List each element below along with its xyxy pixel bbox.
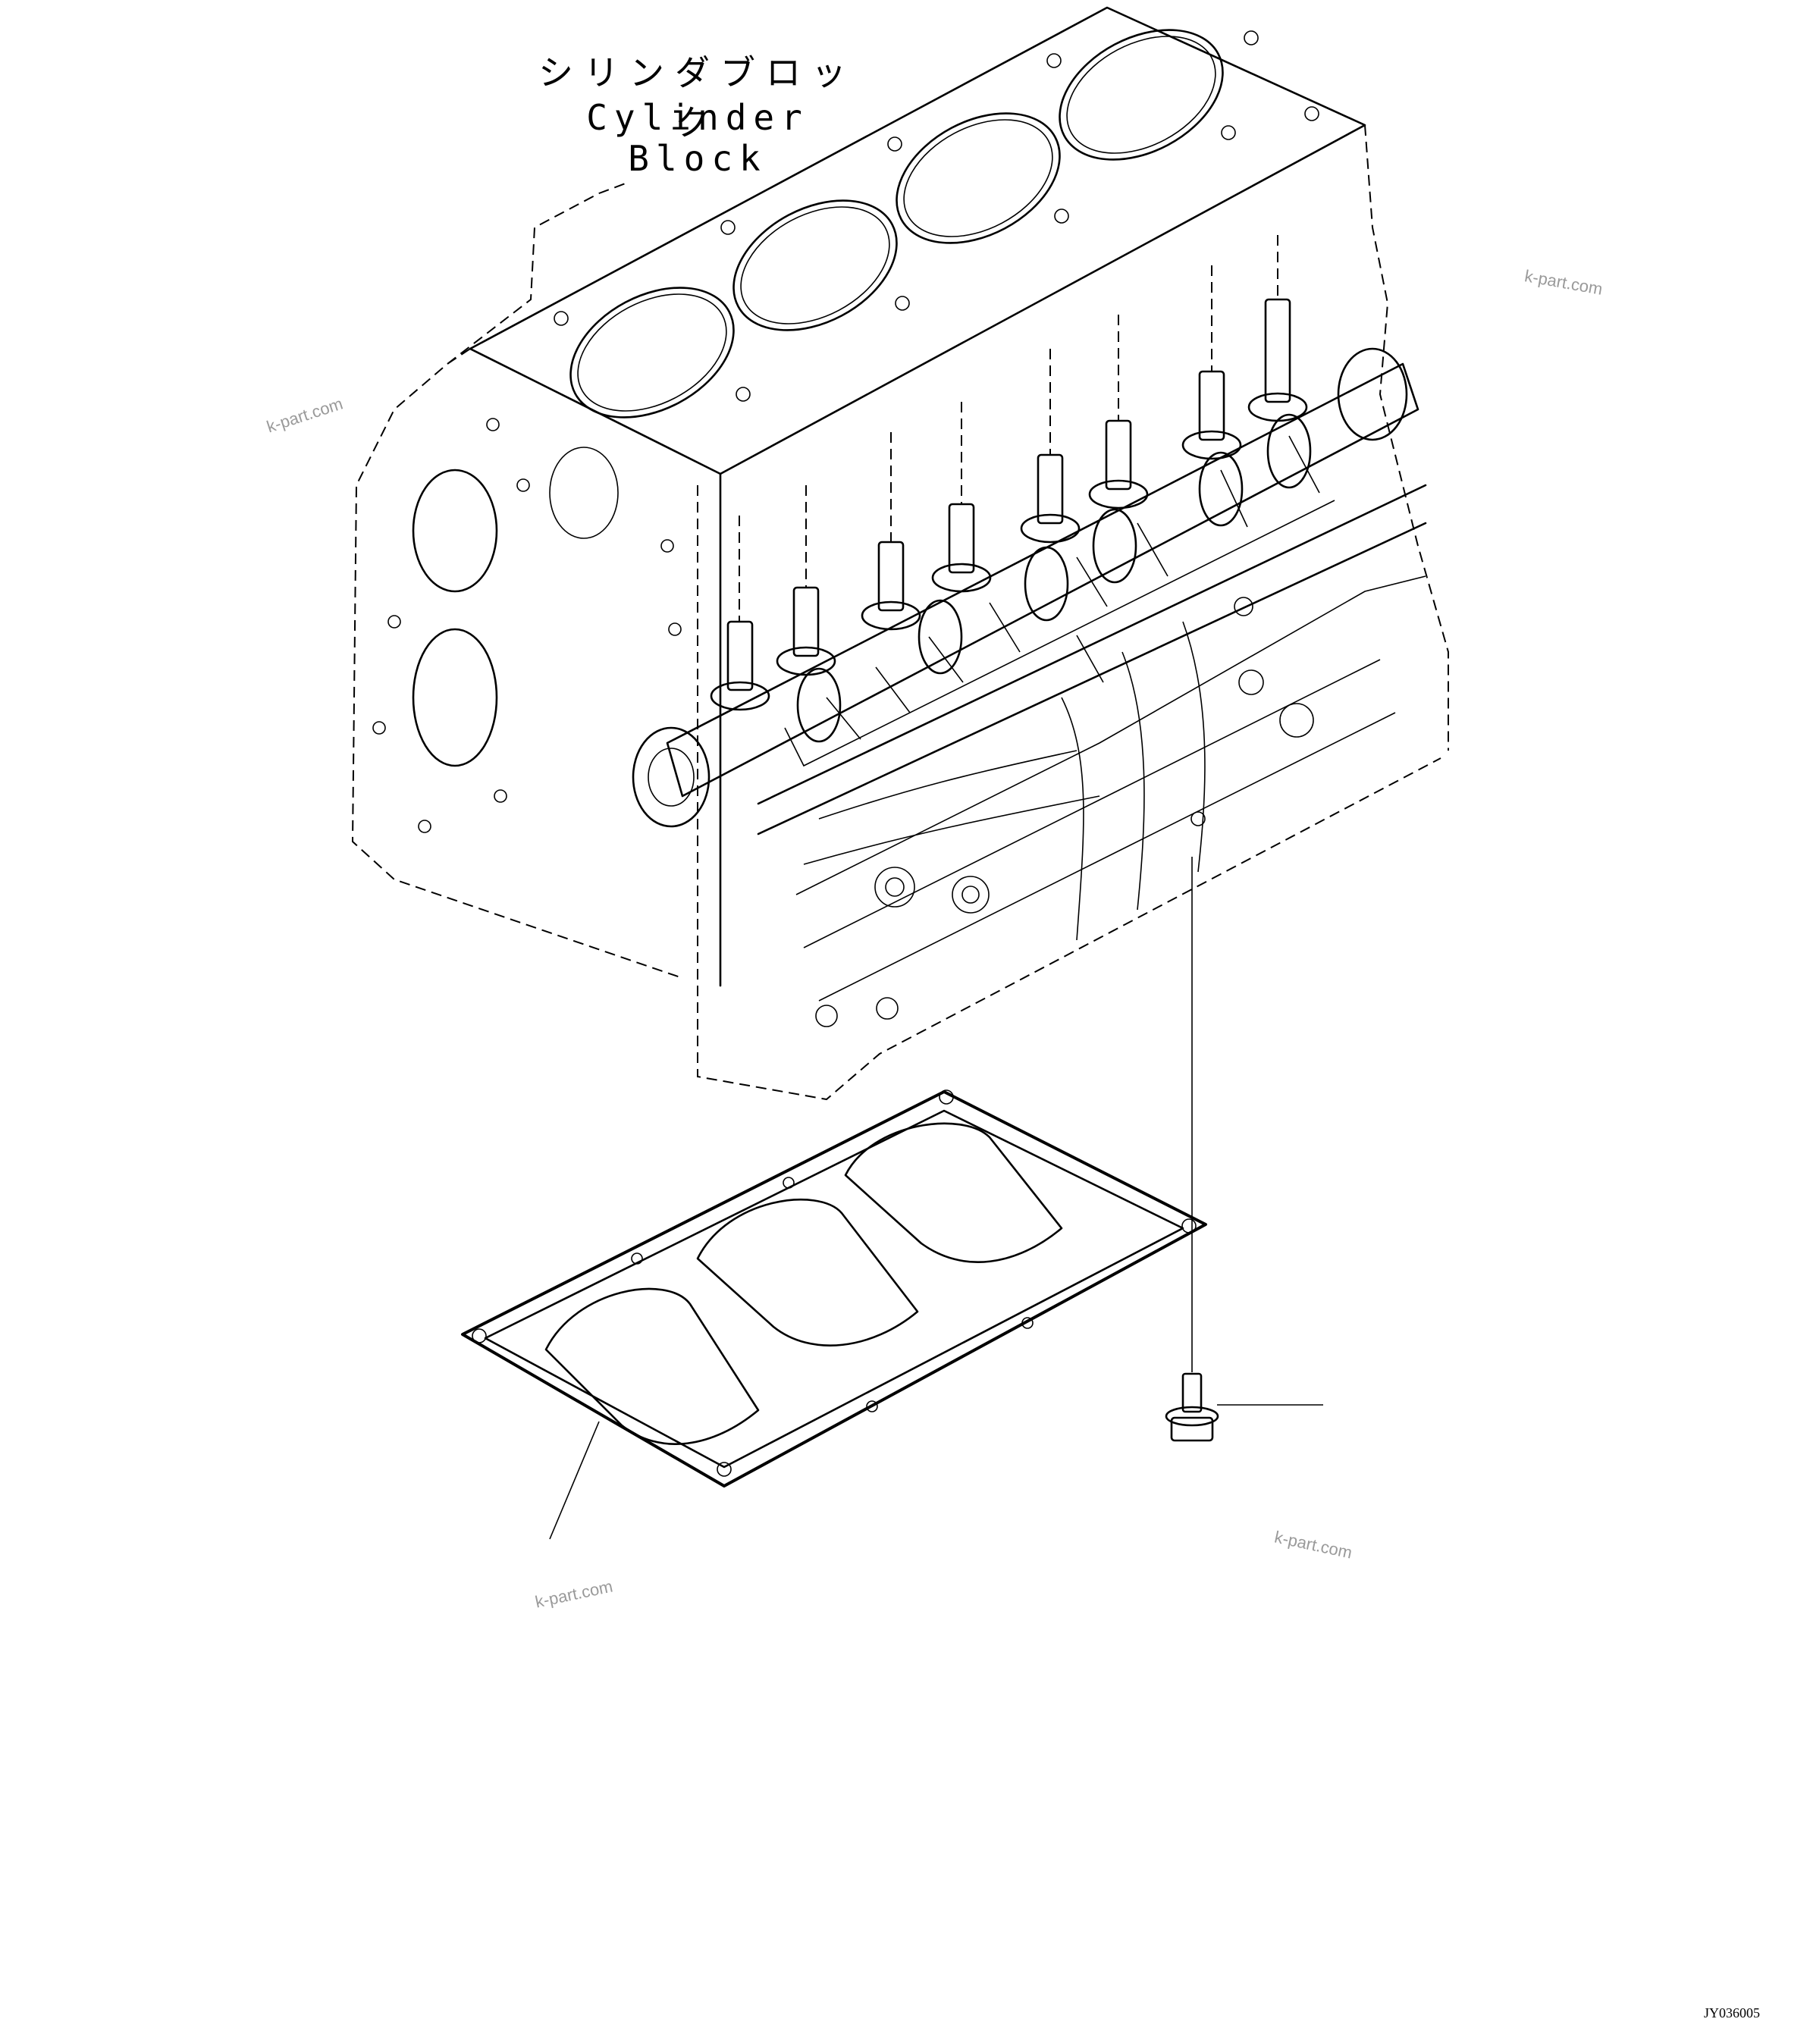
plate-opening-1	[544, 1287, 760, 1445]
valve-lifter-2	[776, 485, 836, 676]
camshaft-front-end	[632, 726, 711, 828]
stiffener-plate-outline	[461, 1090, 1207, 1488]
flange-bolt	[1165, 857, 1323, 1442]
plate-leader-line	[549, 1421, 600, 1540]
cylinder-bore-3	[896, 112, 1061, 244]
plate-opening-2	[696, 1198, 919, 1346]
lifter-leader-lines	[784, 435, 1335, 767]
camshaft-rear-end	[1337, 347, 1408, 441]
valve-lifter-6	[1088, 315, 1149, 509]
title-japanese: シリンダブロック	[538, 52, 857, 143]
valve-lifter-4	[931, 402, 992, 593]
block-end-bore-lower	[412, 628, 498, 767]
document-code: JY036005	[1703, 2005, 1760, 2020]
plate-opening-3	[844, 1122, 1063, 1263]
cylinder-bore-4	[1059, 29, 1224, 161]
valve-lifter-8	[1247, 235, 1308, 422]
valve-lifter-1	[710, 516, 770, 711]
stiffener-plate	[461, 1089, 1207, 1540]
cylinder-block	[351, 6, 1449, 1101]
camshaft	[632, 347, 1419, 828]
valve-lifter-7	[1181, 265, 1242, 460]
cylinder-bore-1	[569, 287, 735, 419]
valve-lifter-5	[1020, 349, 1081, 544]
block-left-face	[351, 348, 683, 979]
block-end-bore-upper	[412, 469, 498, 593]
title-english: Cylinder Block	[586, 97, 809, 179]
valve-lifters	[710, 235, 1308, 711]
cylinder-bore-2	[732, 199, 898, 331]
camshaft-body	[666, 362, 1419, 798]
valve-lifter-3	[861, 432, 921, 631]
